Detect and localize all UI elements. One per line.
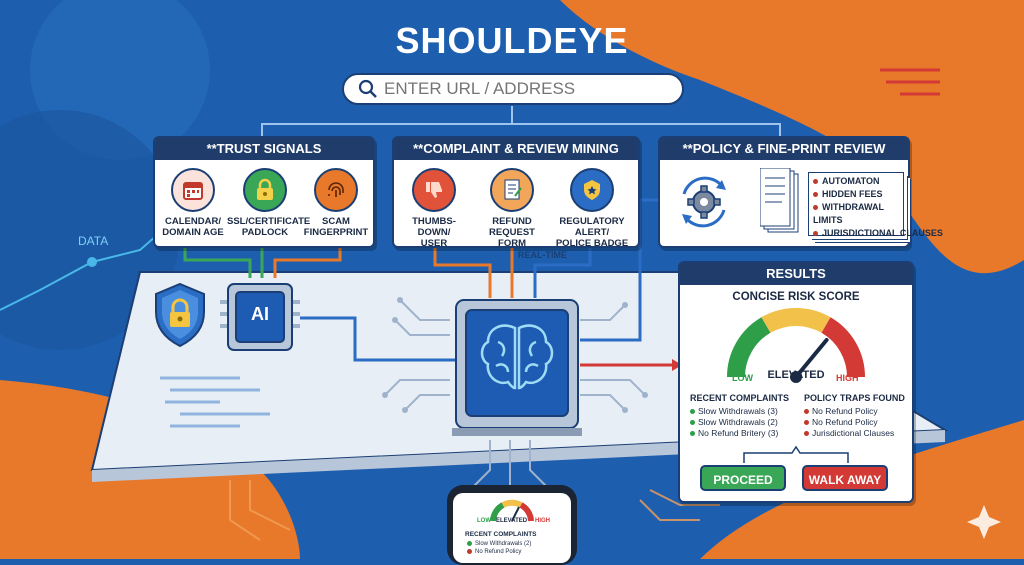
fingerprint-icon — [314, 168, 358, 212]
phone-complaints-list: Slow Withdrawals (2) No Refund Policy — [467, 540, 531, 556]
trap-entry: Jurisdictional Clauses — [804, 428, 908, 439]
risk-score-subtitle: CONCISE RISK SCORE — [732, 291, 860, 303]
complaint-mining-panel: **COMPLAINT & REVIEW MINING THUMBS-DOWN/… — [392, 136, 640, 249]
search-icon — [354, 75, 382, 103]
phone-value-label: ELEVATED — [496, 518, 528, 524]
app-title: SHOULDEYE — [395, 20, 629, 61]
phone-low-label: LOW — [477, 518, 491, 524]
phone-high-label: HIGH — [535, 518, 550, 524]
complaint-label-thumbs-down: THUMBS-DOWN/ USER — [412, 216, 456, 249]
complaint-mining-title: **COMPLAINT & REVIEW MINING — [394, 138, 638, 160]
walk-away-button[interactable]: WALK AWAY — [802, 465, 888, 491]
gear-icon — [674, 172, 734, 237]
decision-bracket — [743, 445, 849, 463]
mobile-phone: LOW ELEVATED HIGH RECENT COMPLAINTS Slow… — [447, 485, 577, 565]
thumbs-down-icon — [412, 168, 456, 212]
policy-checklist: AUTOMATON HIDDEN FEES WITHDRAWAL LIMITS … — [808, 172, 943, 238]
phone-gauge — [490, 499, 534, 522]
gauge-value-label: ELEVATED — [767, 369, 825, 381]
realtime-label: REAL-TIME — [518, 250, 567, 260]
badge-icon — [570, 168, 614, 212]
policy-item: WITHDRAWAL LIMITS — [813, 201, 899, 227]
complaint-item-thumbs-down: THUMBS-DOWN/ USER — [396, 168, 472, 249]
policy-review-panel: **POLICY & FINE-PRINT REVIEW AUTOMATON H… — [658, 136, 943, 248]
phone-complaints-heading: RECENT COMPLAINTS — [465, 531, 537, 538]
policy-traps-heading: POLICY TRAPS FOUND — [804, 393, 905, 403]
document-icon — [490, 168, 534, 212]
results-panel: RESULTS CONCISE RISK SCORE LOW ELEVATED … — [678, 261, 914, 503]
brain-icon — [480, 324, 554, 390]
complaint-item-police-badge: REGULATORY ALERT/ POLICE BADGE — [548, 168, 636, 249]
document-stack-icon — [759, 167, 799, 236]
calendar-icon — [171, 168, 215, 212]
complaint-entry: Slow Withdrawals (3) — [690, 406, 798, 417]
complaint-label-police-badge: REGULATORY ALERT/ POLICE BADGE — [555, 216, 629, 249]
policy-item: AUTOMATON — [813, 175, 899, 188]
phone-screen: LOW ELEVATED HIGH RECENT COMPLAINTS Slow… — [453, 493, 571, 563]
gauge-low-label: LOW — [732, 373, 753, 383]
phone-complaint-entry: No Refund Policy — [467, 548, 531, 556]
trust-item-padlock: SSL/CERTIFICATE PADLOCK — [227, 168, 311, 238]
trap-entry: No Refund Policy — [804, 406, 908, 417]
ai-chip-label: AI — [251, 304, 269, 324]
results-title: RESULTS — [680, 263, 912, 285]
trust-signals-panel: **TRUST SIGNALS CALENDAR/ DOMAIN AGE SSL… — [153, 136, 375, 248]
trust-label-padlock: SSL/CERTIFICATE PADLOCK — [227, 216, 311, 238]
url-input[interactable] — [382, 78, 666, 100]
policy-traps-list: POLICY TRAPS FOUND No Refund Policy No R… — [804, 393, 908, 439]
risk-gauge — [726, 307, 866, 385]
shield-lock-icon — [152, 282, 208, 353]
recent-complaints-list: RECENT COMPLAINTS Slow Withdrawals (3) S… — [690, 393, 798, 439]
complaint-entry: No Refund Britery (3) — [690, 428, 798, 439]
complaint-label-refund-form: REFUND REQUEST FORM — [489, 216, 535, 249]
complaint-entry: Slow Withdrawals (2) — [690, 417, 798, 428]
phone-complaint-entry: Slow Withdrawals (2) — [467, 540, 531, 548]
trust-label-fingerprint: SCAM FINGERPRINT — [303, 216, 369, 238]
policy-review-title: **POLICY & FINE-PRINT REVIEW — [660, 138, 908, 160]
gauge-needle — [794, 338, 829, 379]
complaint-item-refund-form: REFUND REQUEST FORM — [474, 168, 550, 249]
search-bar[interactable] — [342, 73, 684, 105]
padlock-icon — [243, 168, 287, 212]
recent-complaints-heading: RECENT COMPLAINTS — [690, 393, 789, 403]
trust-label-calendar: CALENDAR/ DOMAIN AGE — [162, 216, 224, 238]
trust-item-fingerprint: SCAM FINGERPRINT — [303, 168, 369, 238]
policy-item: JURISDICTIONAL CLAUSES — [813, 227, 943, 240]
data-label: DATA — [78, 234, 109, 248]
brain-processor — [452, 296, 582, 438]
ai-chip: AI — [220, 280, 300, 356]
trap-entry: No Refund Policy — [804, 417, 908, 428]
trust-item-calendar: CALENDAR/ DOMAIN AGE — [159, 168, 227, 238]
policy-item: HIDDEN FEES — [813, 188, 899, 201]
trust-signals-title: **TRUST SIGNALS — [155, 138, 373, 160]
gauge-high-label: HIGH — [836, 373, 859, 383]
proceed-button[interactable]: PROCEED — [700, 465, 786, 491]
